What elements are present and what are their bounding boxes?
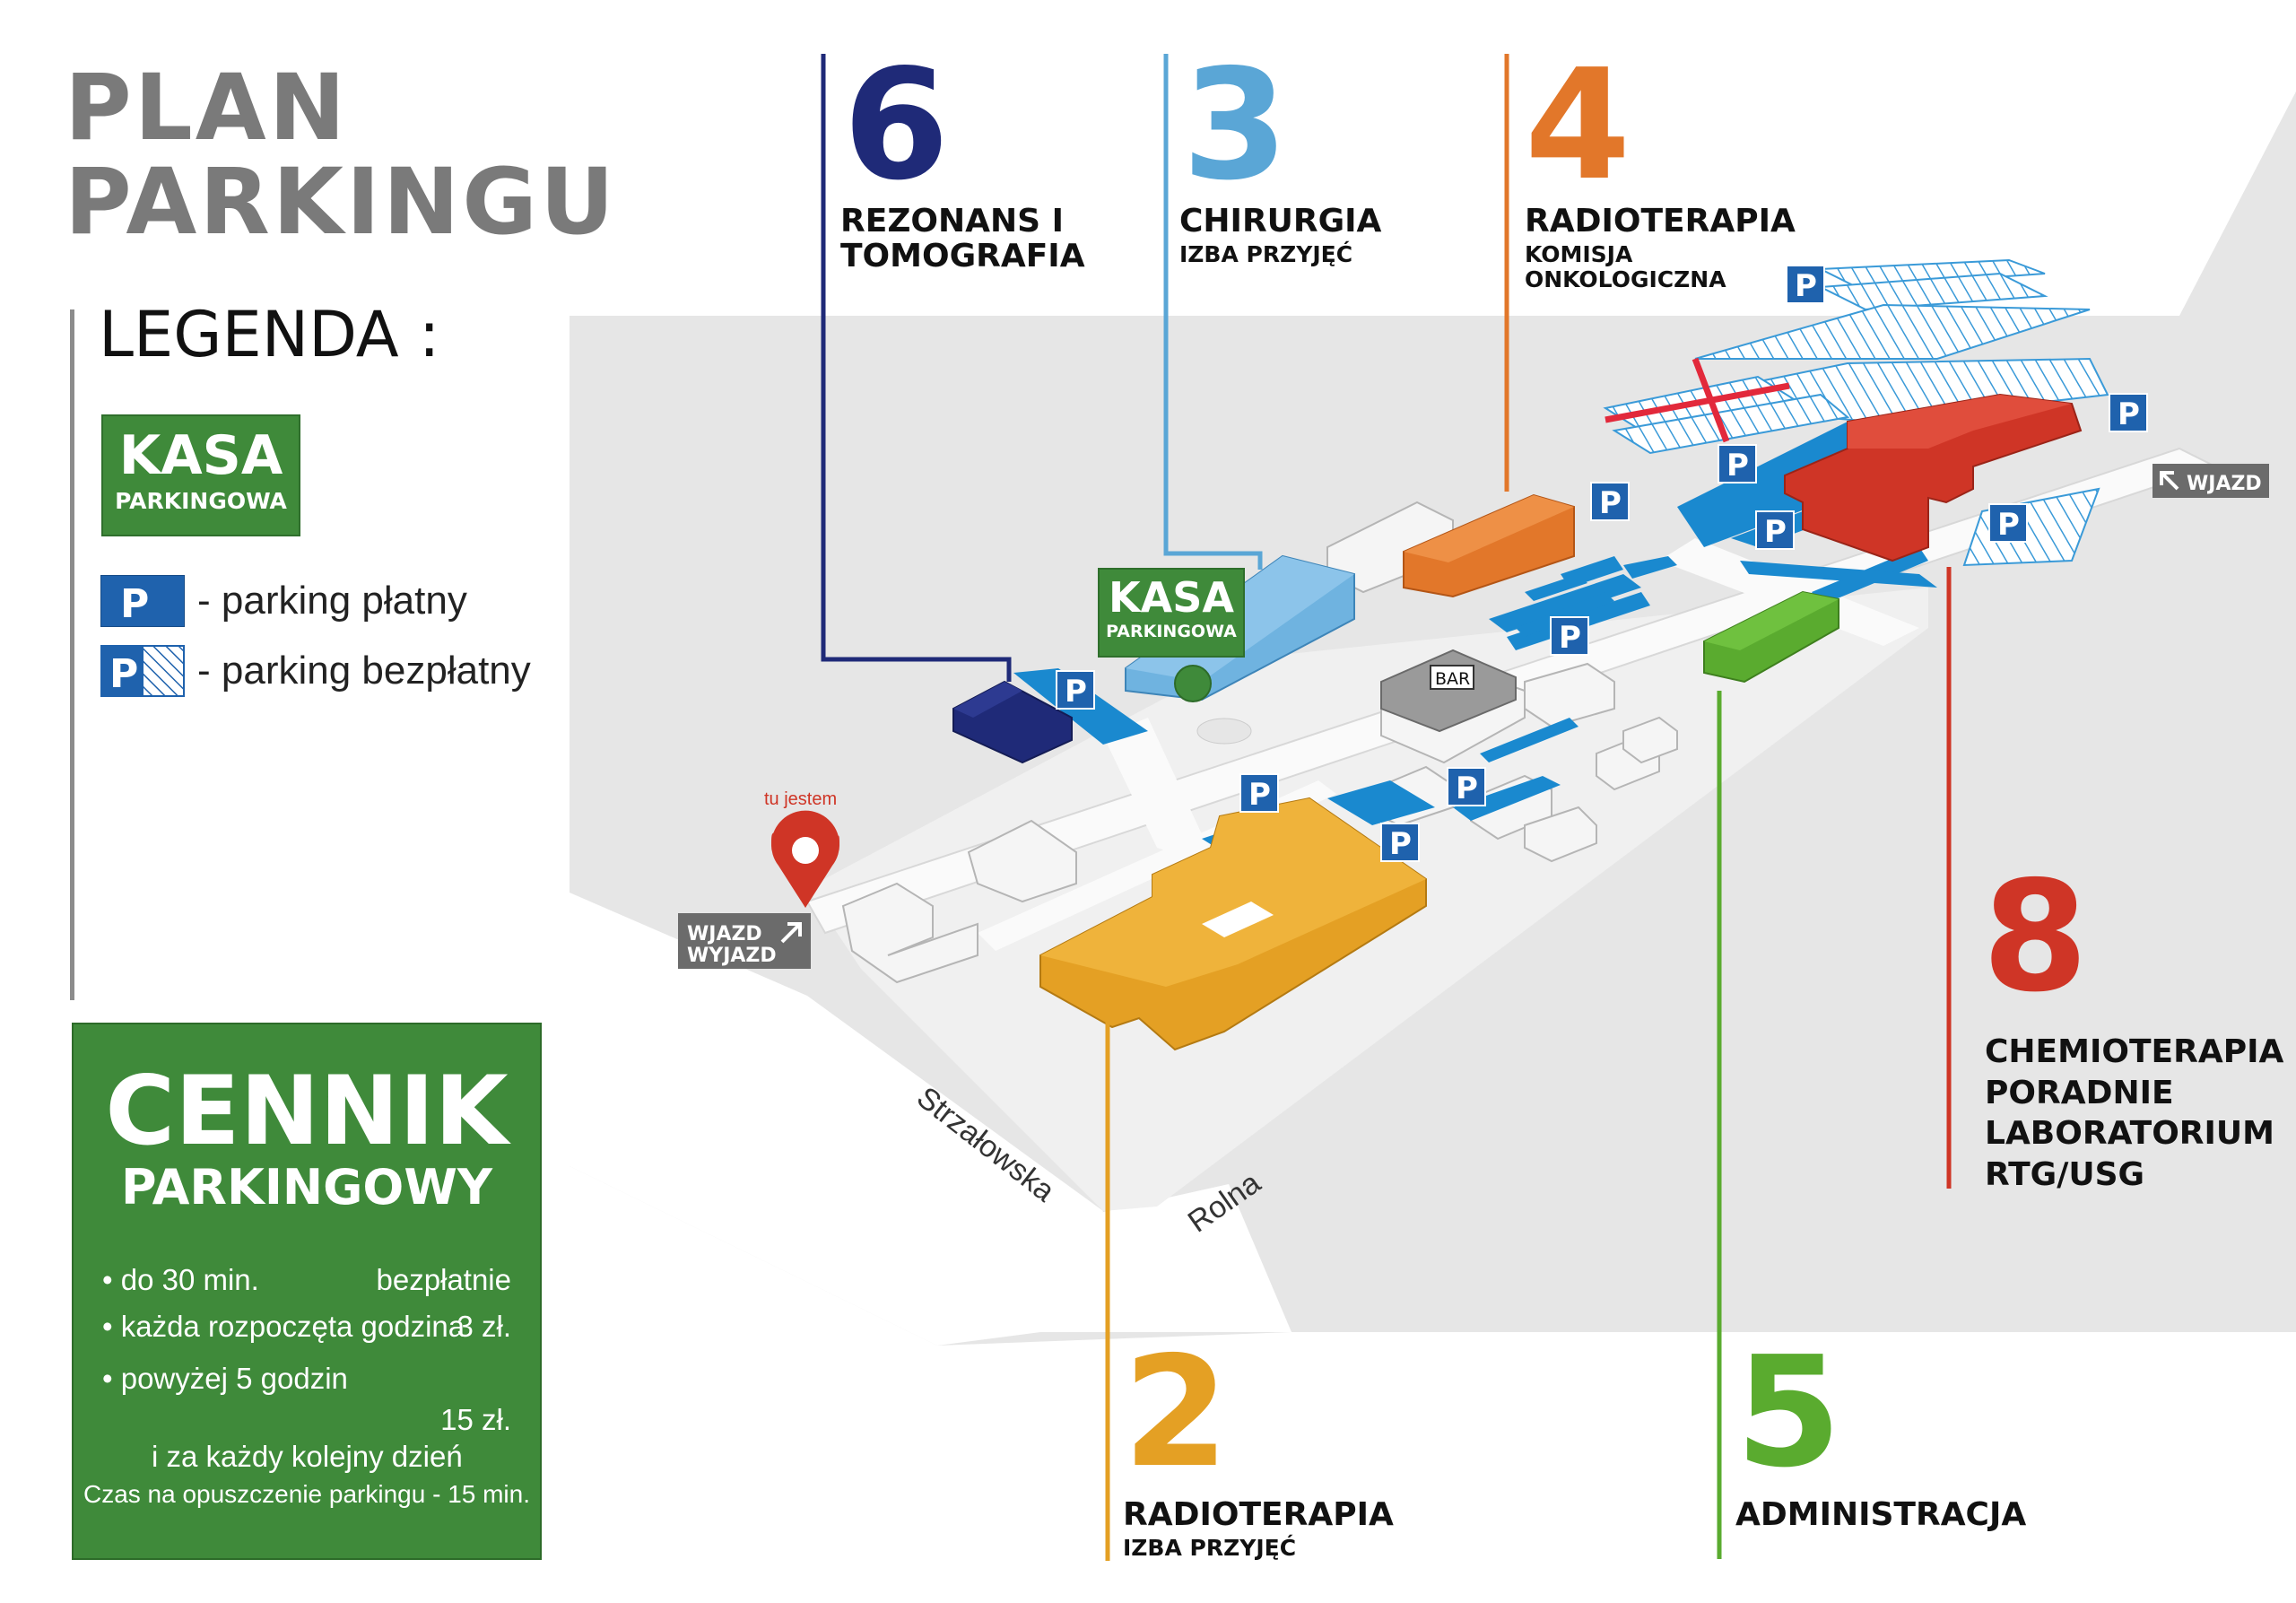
building-4 <box>1403 493 1575 598</box>
svg-text:P: P <box>1764 514 1787 550</box>
parking-marker: P <box>1380 823 1420 862</box>
building-4-name: RADIOTERAPIA <box>1525 203 1796 240</box>
free-parking-icon: P <box>100 645 185 697</box>
building-6 <box>952 680 1073 764</box>
parking-marker: P <box>1786 265 1825 304</box>
parking-marker: P <box>1718 444 1757 484</box>
legend-paid-row: P - parking płatny <box>100 575 467 627</box>
building-3-number: 3 <box>1182 37 1289 214</box>
bar-building <box>1380 649 1517 733</box>
building-2-sub: IZBA PRZYJĘĆ <box>1123 1535 1297 1561</box>
map-kasa-sublabel: PARKINGOWA <box>1106 622 1237 641</box>
paid-parking-icon: P <box>100 575 185 627</box>
price-list-subtitle: PARKINGOWY <box>120 1159 493 1215</box>
arrow-up-left-icon <box>2160 471 2179 491</box>
leader-line-3 <box>1163 54 1263 570</box>
price-row-label: • do 30 min. <box>102 1263 259 1296</box>
price-row-price: 15 zł. <box>440 1403 511 1436</box>
svg-text:P: P <box>1456 771 1478 806</box>
price-row-price: bezpłatnie <box>376 1263 511 1296</box>
svg-text:P: P <box>1795 268 1817 304</box>
building-8 <box>1784 393 2083 562</box>
parking-marker: P <box>1239 773 1279 813</box>
svg-text:P: P <box>1389 826 1412 862</box>
arrow-up-right-icon <box>780 922 802 944</box>
closed-lot-cross <box>1692 357 1730 443</box>
svg-text:P: P <box>120 581 149 627</box>
parking-marker: P <box>1056 670 1095 710</box>
title-line-1: PLAN <box>65 55 349 161</box>
svg-text:P: P <box>2118 396 2140 432</box>
side-road <box>1103 718 1318 893</box>
building-5-number: 5 <box>1735 1324 1842 1502</box>
entry-sign: WJAZD <box>2152 464 2269 498</box>
map-kasa-sign: KASA PARKINGOWA <box>1098 568 1245 658</box>
building-4-number: 4 <box>1525 37 1631 214</box>
upper-right-road <box>1659 538 1919 646</box>
bar-label-box <box>1430 665 1474 690</box>
svg-text:P: P <box>1248 777 1271 813</box>
svg-text:P: P <box>1726 448 1749 484</box>
parking-marker: P <box>1988 503 2028 543</box>
street-strzalowska-area <box>570 893 1103 1346</box>
building-3-name: CHIRURGIA <box>1179 203 1382 240</box>
bar-label: BAR <box>1435 669 1470 689</box>
street-rolna-area <box>1040 1184 1292 1332</box>
building-8-name: CHEMIOTERAPIA PORADNIE LABORATORIUM RTG/… <box>1985 1033 2284 1194</box>
building-8-number: 8 <box>1982 849 2089 1026</box>
cash-desk-marker <box>1174 665 1212 702</box>
location-pin-icon <box>770 810 840 908</box>
legend-divider <box>70 309 74 1000</box>
price-row: • powyżej 5 godzin <box>102 1360 511 1397</box>
price-row: i za każdy kolejny dzień 15 zł. <box>102 1401 511 1549</box>
entry-exit-sign: WJAZD WYJAZD <box>678 913 811 969</box>
parking-markers: P P P P P P P P P P P <box>1056 265 2148 862</box>
building-5 <box>1703 590 1839 684</box>
svg-text:P: P <box>1559 620 1581 656</box>
building-2-name: RADIOTERAPIA <box>1123 1496 1394 1533</box>
building-5-name: ADMINISTRACJA <box>1735 1496 2027 1533</box>
entry-label: WJAZD <box>2187 473 2262 495</box>
price-row: • każda rozpoczęta godzina 3 zł. <box>102 1308 511 1345</box>
building-4-sub: KOMISJA ONKOLOGICZNA <box>1525 241 1726 292</box>
map-kasa-label: KASA <box>1109 573 1234 622</box>
legend-kasa-sublabel: PARKINGOWA <box>115 488 287 514</box>
you-are-here-label: tu jestem <box>764 789 837 809</box>
building-2 <box>1039 797 1427 1051</box>
price-list-title: CENNIK <box>105 1056 509 1166</box>
svg-text:P: P <box>1997 507 2020 543</box>
entry-exit-label-1: WJAZD <box>687 923 762 945</box>
free-parking-label: - parking bezpłatny <box>197 649 531 693</box>
roundabout <box>1196 718 1252 745</box>
entry-exit-label-2: WYJAZD <box>687 945 777 967</box>
parking-marker: P <box>1755 510 1795 550</box>
legend-free-row: P - parking bezpłatny <box>100 645 531 697</box>
legend-kasa-label: KASA <box>118 424 283 487</box>
price-row: • do 30 min. bezpłatnie <box>102 1261 511 1298</box>
price-row-label: • powyżej 5 godzin <box>102 1362 348 1395</box>
parking-marker: P <box>1590 482 1630 521</box>
price-row-label: • każda rozpoczęta godzina <box>102 1310 465 1343</box>
paid-parking-label: - parking płatny <box>197 579 467 623</box>
legend-title: LEGENDA : <box>99 298 440 371</box>
price-list-box: CENNIK PARKINGOWY • do 30 min. bezpłatni… <box>72 1023 542 1560</box>
price-row-price: 3 zł. <box>457 1310 511 1343</box>
leader-line-6 <box>821 54 1012 682</box>
building-6-number: 6 <box>843 37 950 214</box>
parking-marker: P <box>1550 616 1589 656</box>
price-list-note: Czas na opuszczenie parkingu - 15 min. <box>83 1480 531 1508</box>
parking-marker: P <box>2109 393 2148 432</box>
svg-text:P: P <box>109 651 138 697</box>
svg-text:P: P <box>1065 674 1087 710</box>
closed-lot-cross <box>1605 382 1790 423</box>
parking-marker: P <box>1447 767 1486 806</box>
legend-kasa-box: KASA PARKINGOWA <box>101 414 300 536</box>
title-line-2: PARKINGU <box>65 149 617 256</box>
building-6-name: REZONANS I TOMOGRAFIA <box>840 203 1085 274</box>
price-row-label: i za każdy kolejny dzień <box>135 1440 463 1474</box>
svg-text:P: P <box>1599 485 1622 521</box>
building-2-number: 2 <box>1123 1324 1230 1502</box>
building-3-sub: IZBA PRZYJĘĆ <box>1179 241 1353 267</box>
